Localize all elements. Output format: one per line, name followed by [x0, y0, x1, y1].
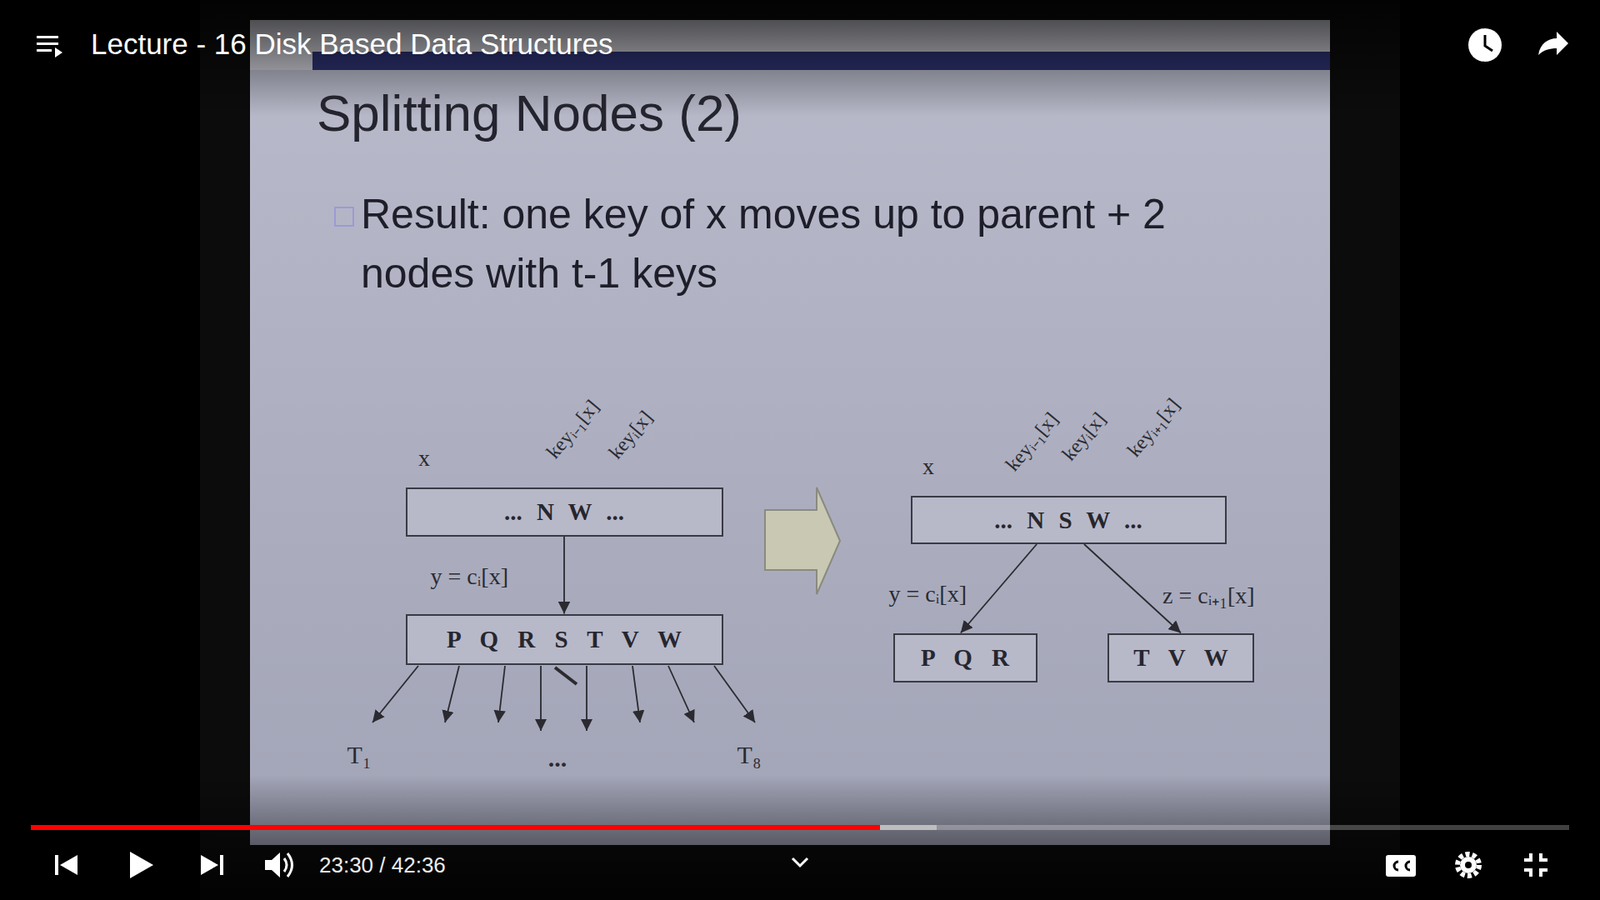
key-label: keyᵢ[x]: [1057, 408, 1110, 465]
key-label: keyᵢ₋₁[x]: [998, 405, 1065, 477]
fullscreen-exit-icon: [1524, 853, 1548, 877]
prev-icon-bar: [55, 855, 59, 875]
progress-track: [30, 825, 1570, 830]
subtree-arrow: [714, 665, 755, 723]
child-pointer: [960, 544, 1037, 634]
subtree-arrow: [668, 665, 695, 723]
btree-node: ... N W ...: [405, 487, 724, 537]
video-title: Lecture - 16 Disk Based Data Structures: [90, 27, 613, 61]
subtree-arrow: [540, 665, 542, 731]
volume-wave: [284, 858, 287, 872]
next-icon: [200, 855, 219, 875]
node-keys: ... N W ...: [504, 498, 625, 526]
node-keys: T V W: [1133, 644, 1229, 672]
icon-triangle: [55, 47, 63, 58]
bullet-text: Result: one key of x moves up to parent …: [360, 185, 1270, 304]
top-shade: [0, 0, 1600, 117]
node-name: x: [418, 445, 430, 472]
prev-icon: [60, 855, 78, 875]
slide-title: Splitting Nodes (2): [316, 83, 742, 143]
btree-node: T V W: [1107, 633, 1255, 683]
chevron-icon: [792, 858, 808, 866]
subtree-arrows: [372, 665, 755, 731]
subtree-arrow: [585, 665, 588, 731]
icon-bar: [36, 49, 52, 52]
cc-icon: [1385, 855, 1416, 877]
player-controls: [55, 851, 1548, 879]
annotation-stroke: [555, 667, 577, 685]
settings-body: [1460, 856, 1477, 874]
key-label: keyᵢ₋₁[x]: [539, 393, 605, 465]
node-keys: P Q R: [920, 644, 1010, 672]
cc-glyph: [1405, 861, 1410, 870]
slide: [250, 20, 1330, 845]
cc-glyph: [1394, 861, 1399, 870]
icon-circle: [1468, 28, 1502, 62]
child-pointer: [563, 536, 565, 615]
subtree-arrow: [632, 665, 640, 723]
time-display: 23:30 / 42:36: [319, 852, 446, 879]
watch-later-icon: [1468, 28, 1502, 62]
subtree-arrow: [498, 665, 505, 723]
subtree-label: T₁: [347, 740, 372, 770]
icon-bar: [36, 35, 59, 39]
transform-arrow: [765, 487, 840, 595]
play-icon: [130, 851, 154, 879]
bottom-shade: [0, 775, 1600, 900]
pointer-label: y = cᵢ[x]: [889, 580, 967, 608]
key-label: keyᵢ₊₁[x]: [1120, 391, 1186, 463]
pointer-label: y = cᵢ[x]: [430, 563, 509, 590]
pointer-label: z = cᵢ₊₁[x]: [1162, 578, 1255, 610]
playlist-icon: [36, 35, 63, 58]
icon-hands: [1485, 35, 1493, 51]
share-icon: [1538, 31, 1569, 55]
progress-played: [30, 825, 880, 830]
node-keys: P Q R S T V W: [446, 625, 682, 654]
progress-buffer: [30, 825, 937, 830]
subtree-arrow: [372, 665, 419, 723]
settings-hole: [1465, 861, 1472, 869]
bullet-square: [335, 207, 354, 226]
next-icon-bar: [220, 855, 224, 875]
btree-node: P Q R S T V W: [405, 614, 724, 665]
video-frame: [200, 0, 1400, 900]
node-keys: ... N S W ...: [994, 506, 1143, 535]
btree-node: P Q R: [893, 633, 1038, 683]
volume-icon: [265, 852, 280, 878]
ellipsis: ...: [548, 744, 568, 773]
btree-node: ... N S W ...: [910, 495, 1227, 545]
subtree-arrow: [445, 665, 460, 723]
node-name: x: [922, 453, 935, 480]
settings-teeth: [1457, 854, 1480, 876]
volume-wave: [287, 853, 293, 877]
subtree-label: T₈: [737, 740, 762, 770]
icon-bar: [36, 42, 59, 45]
key-label: keyᵢ[x]: [604, 406, 657, 464]
